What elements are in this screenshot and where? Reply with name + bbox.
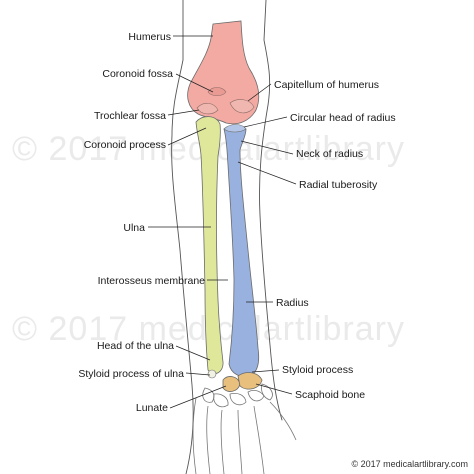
label-styloid-process-ulna: Styloid process of ulna [78, 368, 184, 380]
label-capitellum: Capitellum of humerus [274, 79, 379, 91]
label-scaphoid-bone: Scaphoid bone [295, 389, 365, 401]
label-neck-radius: Neck of radius [296, 148, 363, 160]
label-interosseus-membrane: Interosseus membrane [98, 275, 206, 287]
label-radius: Radius [276, 297, 309, 309]
radius-bone [223, 124, 260, 377]
label-styloid-process: Styloid process [282, 364, 353, 376]
label-humerus: Humerus [128, 31, 171, 43]
label-circular-head: Circular head of radius [290, 112, 396, 124]
capitellum-mark [229, 99, 255, 114]
styloid-ulna-mark [207, 369, 217, 379]
radius-head-mark [223, 124, 247, 133]
trochlea-mark [196, 103, 219, 115]
lunate-bone [222, 376, 241, 392]
arm-outline-right [259, 0, 283, 421]
label-coronoid-fossa: Coronoid fossa [102, 68, 173, 80]
coronoid-fossa-mark [207, 87, 227, 97]
ulna-bone [195, 116, 224, 375]
label-radial-tuberosity: Radial tuberosity [299, 179, 378, 191]
label-lunate: Lunate [136, 402, 168, 414]
hand-bones-outline [192, 383, 297, 474]
humerus-bone [187, 20, 260, 125]
copyright-text: © 2017 medicalartlibrary.com [351, 459, 468, 469]
label-ulna: Ulna [123, 222, 145, 234]
leader-lines [148, 35, 297, 409]
arm-outline-left [171, 0, 194, 474]
label-coronoid-process: Coronoid process [84, 139, 166, 151]
label-head-of-ulna: Head of the ulna [97, 340, 174, 352]
scaphoid-bone [237, 372, 263, 390]
label-trochlear-fossa: Trochlear fossa [94, 110, 166, 122]
